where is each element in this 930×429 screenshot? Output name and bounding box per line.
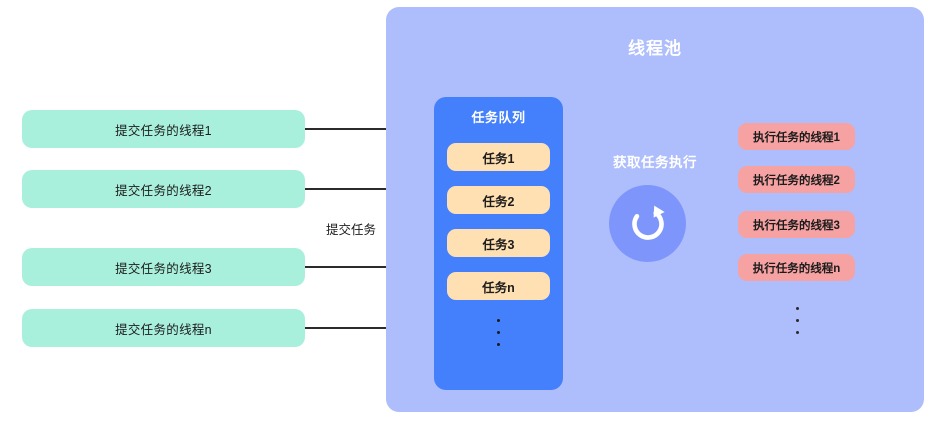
submitter-thread-2-label: 提交任务的线程2	[115, 183, 212, 198]
submitter-thread-2: 提交任务的线程2	[22, 170, 305, 208]
submitter-thread-1: 提交任务的线程1	[22, 110, 305, 148]
thread-pool-title: 线程池	[628, 39, 682, 58]
task-queue-ellipsis-icon	[434, 319, 563, 346]
worker-thread-3-label: 执行任务的线程3	[753, 219, 840, 232]
worker-thread-3: 执行任务的线程3	[738, 211, 855, 238]
submit-arrow-n-icon	[305, 323, 396, 333]
worker-thread-n-label: 执行任务的线程n	[752, 262, 841, 275]
submit-arrow-2-icon	[305, 184, 396, 194]
task-queue-container: 任务队列 任务1 任务2 任务3 任务n	[434, 97, 563, 390]
worker-thread-2: 执行任务的线程2	[738, 166, 855, 193]
worker-thread-n: 执行任务的线程n	[738, 254, 855, 281]
submit-arrow-1-icon	[305, 124, 396, 134]
submitter-thread-1-label: 提交任务的线程1	[115, 123, 212, 138]
task-item-n: 任务n	[447, 272, 550, 300]
task-item-3: 任务3	[447, 229, 550, 257]
submit-task-label: 提交任务	[325, 223, 376, 237]
task-item-2-label: 任务2	[482, 194, 515, 209]
task-item-1-label: 任务1	[482, 151, 515, 166]
task-queue-title: 任务队列	[471, 110, 526, 125]
submit-arrow-3-icon	[305, 262, 396, 272]
worker-thread-2-label: 执行任务的线程2	[753, 174, 840, 187]
submitter-thread-3-label: 提交任务的线程3	[115, 261, 212, 276]
task-item-2: 任务2	[447, 186, 550, 214]
worker-thread-1-label: 执行任务的线程1	[753, 131, 840, 144]
submitter-thread-n: 提交任务的线程n	[22, 309, 305, 347]
task-item-n-label: 任务n	[482, 280, 515, 295]
submitter-thread-n-label: 提交任务的线程n	[115, 322, 212, 337]
rotate-cw-icon	[609, 185, 686, 262]
task-item-1: 任务1	[447, 143, 550, 171]
worker-thread-1: 执行任务的线程1	[738, 123, 855, 150]
fetch-task-label: 获取任务执行	[613, 155, 697, 170]
task-item-3-label: 任务3	[482, 237, 515, 252]
worker-threads-ellipsis-icon	[762, 307, 832, 334]
submitter-thread-3: 提交任务的线程3	[22, 248, 305, 286]
